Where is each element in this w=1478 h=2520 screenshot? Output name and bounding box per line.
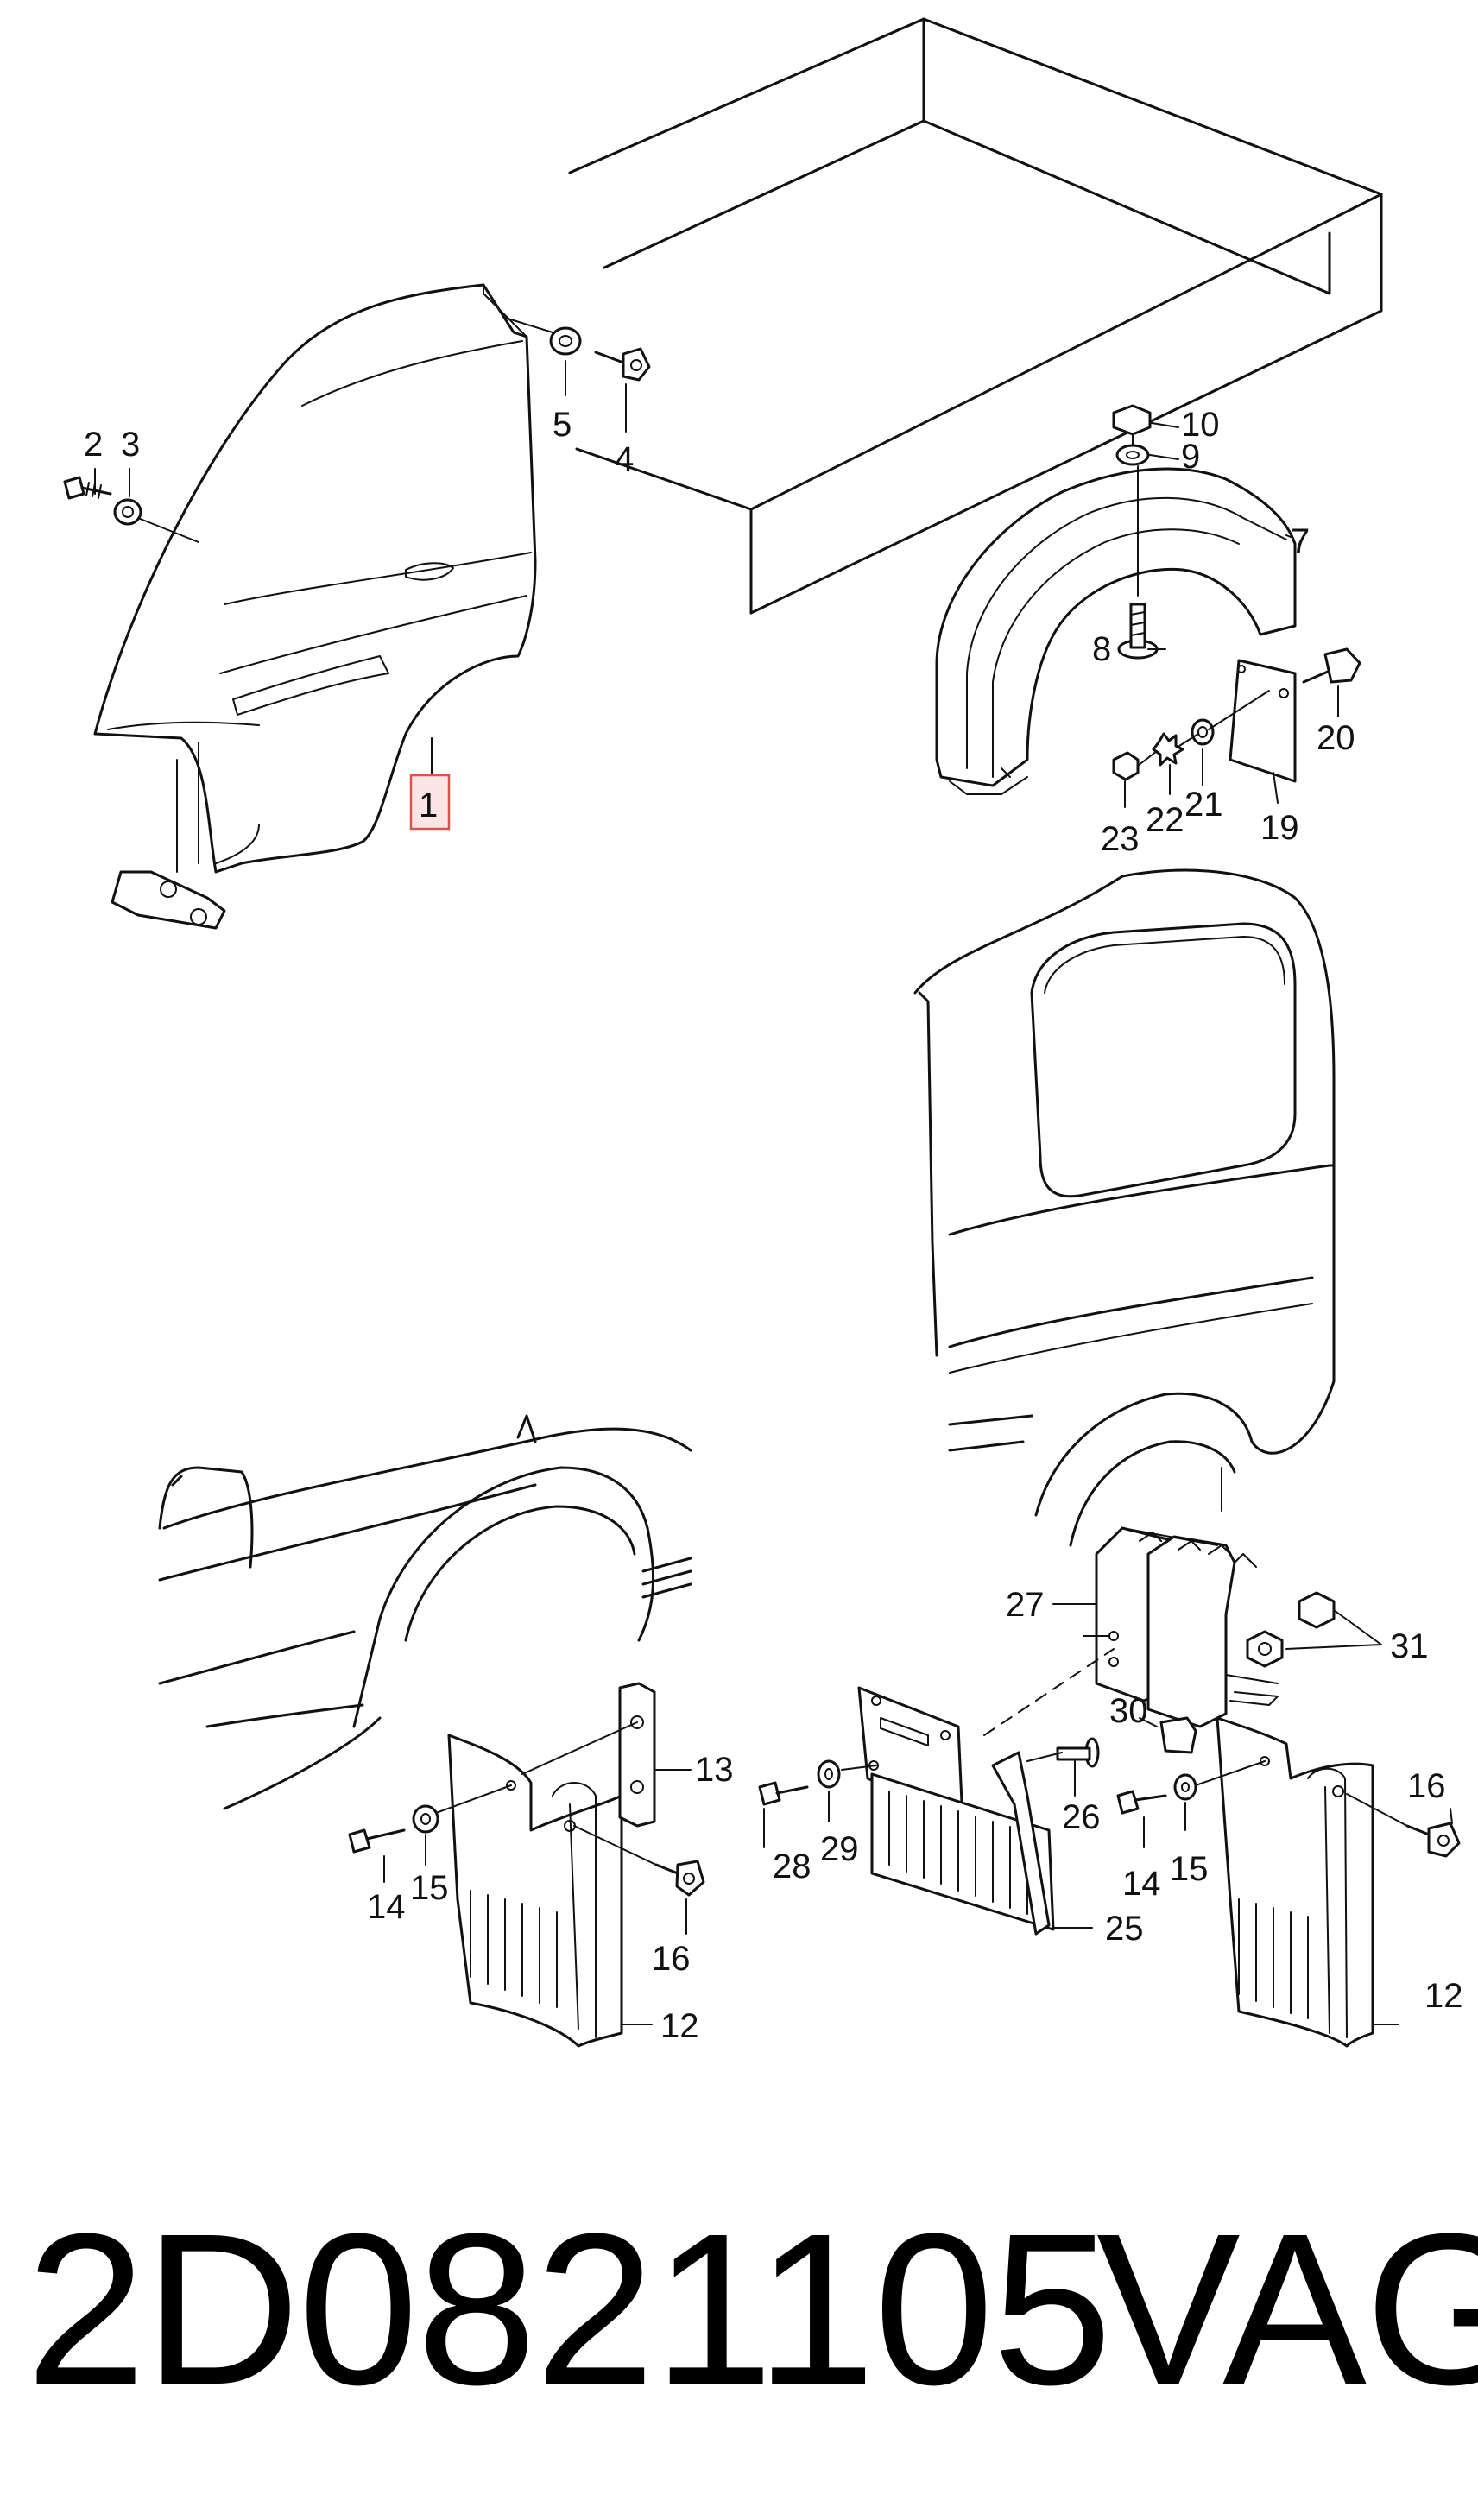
liner-leader-lines xyxy=(1124,422,1339,808)
footer: 2D0821105 VAG xyxy=(0,2106,1478,2520)
callout-15a[interactable]: 15 xyxy=(410,1869,449,1907)
wheelhouse-liner xyxy=(935,467,1297,795)
washer-5 xyxy=(549,326,582,356)
callout-3[interactable]: 3 xyxy=(121,426,140,464)
callout-20[interactable]: 20 xyxy=(1317,719,1355,757)
bracket-13 xyxy=(618,1682,656,1828)
callout-31[interactable]: 31 xyxy=(1390,1627,1429,1665)
parts-diagram: 1 2 3 5 4 10 9 7 8 20 21 22 23 19 27 31 … xyxy=(63,17,1463,2048)
front-wing-panel xyxy=(93,283,537,930)
callout-5[interactable]: 5 xyxy=(553,406,572,444)
cargo-bed-outline xyxy=(568,17,1383,615)
washer-15b xyxy=(1173,1773,1197,1801)
rear-mudflap-25 xyxy=(857,1686,1055,1936)
callout-15b[interactable]: 15 xyxy=(1170,1850,1209,1888)
front-vehicle-body xyxy=(158,1414,692,1810)
nut-10 xyxy=(1112,404,1152,436)
callout-2[interactable]: 2 xyxy=(84,426,103,464)
washer-3 xyxy=(113,498,142,526)
callout-28[interactable]: 28 xyxy=(773,1847,812,1885)
callout-30[interactable]: 30 xyxy=(1109,1692,1148,1730)
callout-9[interactable]: 9 xyxy=(1181,438,1200,476)
nut-31 xyxy=(1246,1591,1336,1668)
lock-washer-22 xyxy=(1152,732,1184,767)
washer-21 xyxy=(1191,718,1215,746)
callout-13[interactable]: 13 xyxy=(695,1751,734,1789)
clip-30 xyxy=(1159,1716,1197,1754)
callout-25[interactable]: 25 xyxy=(1105,1910,1144,1948)
callout-16a[interactable]: 16 xyxy=(1407,1767,1446,1805)
callout-4[interactable]: 4 xyxy=(615,440,634,478)
callout-1-highlight xyxy=(409,774,451,831)
screw-16a xyxy=(654,1860,705,1897)
rear-flap-leader-lines xyxy=(763,1752,1453,2025)
callout-labels: 1 2 3 5 4 10 9 7 8 20 21 22 23 19 27 31 … xyxy=(84,406,1463,2045)
brand-name: VAG xyxy=(1096,2188,1478,2429)
callout-12b[interactable]: 12 xyxy=(1424,1977,1463,2015)
callout-26[interactable]: 26 xyxy=(1062,1798,1101,1836)
callout-1[interactable]: 1 xyxy=(419,786,438,824)
screw-2 xyxy=(63,476,112,500)
washer-15a xyxy=(412,1804,439,1834)
callout-12a[interactable]: 12 xyxy=(660,2007,699,2045)
right-mudflap-12 xyxy=(1216,1716,1374,2048)
callout-27[interactable]: 27 xyxy=(1006,1586,1045,1624)
wing-leader-lines xyxy=(94,317,627,778)
bolt-20 xyxy=(1302,647,1361,684)
plate-19 xyxy=(1229,659,1297,783)
callout-16b[interactable]: 16 xyxy=(652,1940,691,1978)
nut-23 xyxy=(1112,751,1140,781)
callout-22[interactable]: 22 xyxy=(1146,801,1184,839)
callout-21[interactable]: 21 xyxy=(1184,786,1223,824)
washer-29 xyxy=(817,1759,841,1789)
screw-14a xyxy=(348,1828,406,1854)
callout-23[interactable]: 23 xyxy=(1101,820,1140,858)
screw-16b xyxy=(1405,1822,1461,1858)
callout-14a[interactable]: 14 xyxy=(367,1888,406,1926)
van-rear-body xyxy=(913,868,1336,1547)
callout-8[interactable]: 8 xyxy=(1092,630,1111,668)
callout-19[interactable]: 19 xyxy=(1260,809,1299,847)
callout-10[interactable]: 10 xyxy=(1181,406,1220,444)
rivet-26 xyxy=(1056,1737,1100,1768)
rear-leader-lines xyxy=(983,1467,1382,1797)
callout-29[interactable]: 29 xyxy=(820,1830,859,1868)
callout-7[interactable]: 7 xyxy=(1291,522,1310,560)
screw-4 xyxy=(594,347,651,382)
left-mudflap-12 xyxy=(447,1734,623,2048)
screw-28 xyxy=(758,1781,809,1806)
screw-14b xyxy=(1116,1790,1167,1815)
part-number: 2D0821105 xyxy=(26,2188,1112,2429)
washer-9 xyxy=(1115,444,1150,466)
bracket-27 xyxy=(1095,1526,1279,1728)
callout-14b[interactable]: 14 xyxy=(1122,1865,1161,1903)
left-leader-lines xyxy=(383,1721,692,2025)
